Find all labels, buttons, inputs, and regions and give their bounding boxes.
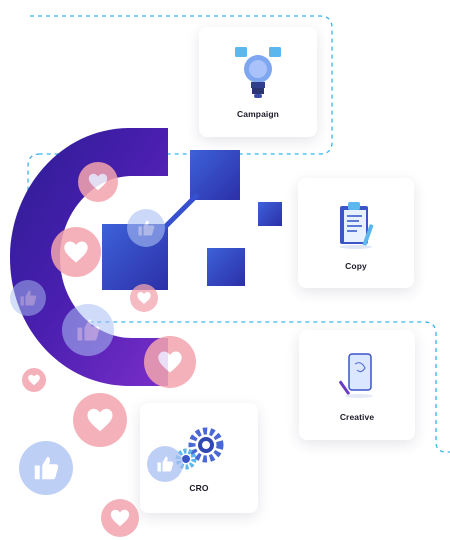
- campaign-label: Campaign: [237, 109, 279, 119]
- creative-card[interactable]: Creative: [299, 330, 415, 440]
- creative-label: Creative: [339, 412, 375, 422]
- heart-bubble-1: [78, 162, 118, 202]
- thumbs-bubble-1: [127, 209, 165, 247]
- heart-bubble-3: [130, 284, 158, 312]
- heart-bubble-4: [144, 336, 196, 388]
- heart-bubble-5: [22, 368, 46, 392]
- top-square: [190, 150, 240, 200]
- thumbs-bubble-5: [147, 446, 183, 482]
- dashed-connector-middle: [27, 153, 450, 453]
- lightbulb-icon: [235, 47, 281, 98]
- thumbs-bubble-3: [62, 304, 114, 356]
- tablet-pen-icon: [339, 353, 373, 398]
- heart-bubble-6: [73, 393, 127, 447]
- copy-card[interactable]: Copy: [298, 178, 414, 288]
- square-link: [158, 192, 200, 234]
- gears-icon: [175, 427, 224, 470]
- thumbs-bubble-4: [19, 441, 73, 495]
- purple-c-logo: [10, 128, 168, 386]
- thumbs-bubble-2: [10, 280, 46, 316]
- bottom-square: [207, 248, 245, 286]
- cro-label: CRO: [189, 483, 209, 493]
- heart-bubble-7: [101, 499, 139, 537]
- campaign-card[interactable]: Campaign: [199, 27, 317, 137]
- small-square: [258, 202, 282, 226]
- copy-label: Copy: [345, 261, 367, 271]
- heart-bubble-2: [51, 227, 101, 277]
- clipboard-icon: [340, 202, 374, 249]
